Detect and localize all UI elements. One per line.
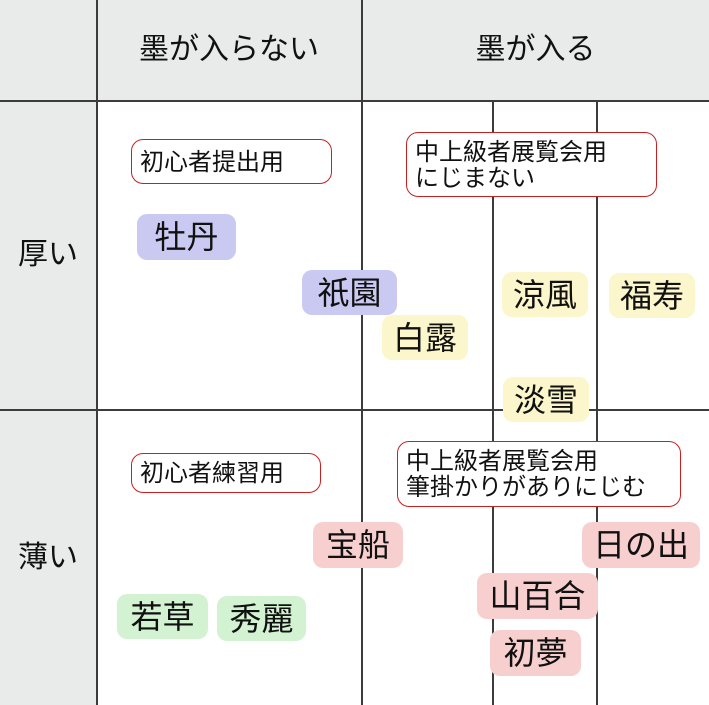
grid-line-horizontal-header xyxy=(0,100,709,102)
column-header-band xyxy=(0,0,709,101)
note-text: 初心者提出用 xyxy=(140,147,284,176)
note-beginner-submission: 初心者提出用 xyxy=(131,139,332,184)
note-text-line1: 中上級者展覧会用 xyxy=(406,447,598,475)
paper-chip-gion: 祇園 xyxy=(302,270,397,315)
row-header-band xyxy=(0,101,97,705)
paper-chip-wakakusa: 若草 xyxy=(117,594,208,639)
paper-chip-hakuro: 白露 xyxy=(382,315,468,360)
paper-chip-hoshu: 宝船 xyxy=(313,522,403,568)
paper-chip-botan: 牡丹 xyxy=(137,214,236,260)
row-header-thick: 厚い xyxy=(18,237,78,272)
paper-chip-hinode: 日の出 xyxy=(582,522,700,568)
row-header-thin: 薄い xyxy=(18,539,78,575)
paper-chip-hatsuyume: 初夢 xyxy=(490,630,581,676)
note-advanced-thin: 中上級者展覧会用 筆掛かりがありにじむ xyxy=(397,441,681,507)
column-header-bleed: 墨が入る xyxy=(475,32,596,67)
paper-chip-shurei: 秀麗 xyxy=(217,596,306,641)
grid-line-vertical-inner-1 xyxy=(492,101,494,705)
grid-line-vertical-inner-2 xyxy=(596,101,598,705)
paper-chip-fukuju: 福寿 xyxy=(609,273,695,318)
note-text-line2: 筆掛かりがありにじむ xyxy=(406,473,646,501)
grid-line-horizontal-middle xyxy=(0,409,709,411)
note-text: 初心者練習用 xyxy=(140,459,284,487)
grid-line-vertical-header xyxy=(96,0,98,705)
paper-chip-yamayuri: 山百合 xyxy=(477,573,598,619)
note-text-line1: 中上級者展覧会用 xyxy=(415,137,607,166)
note-advanced-thick: 中上級者展覧会用 にじまない xyxy=(406,132,657,197)
grid-line-vertical-middle xyxy=(361,0,363,705)
paper-chip-tansetsu: 淡雪 xyxy=(503,377,589,422)
note-text-line2: にじまない xyxy=(415,163,535,192)
note-beginner-practice: 初心者練習用 xyxy=(131,453,321,493)
column-header-no-bleed: 墨が入らない xyxy=(139,32,319,67)
paper-chip-ryofu: 涼風 xyxy=(502,272,588,317)
